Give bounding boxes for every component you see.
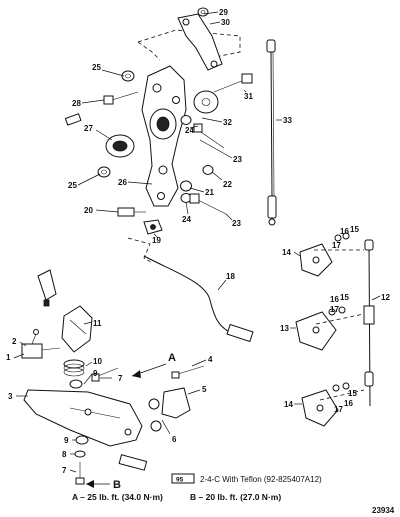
washer-8 [74,450,86,458]
bolt-23-upper [193,123,225,149]
bolt-31 [213,73,253,93]
sealant-tube-upper [37,269,57,307]
callout-12: 12 [381,293,390,302]
lever-13 [295,311,337,351]
spacer-24-upper [180,115,192,125]
torque-marker-a: A [168,352,176,364]
torque-spec-b: B – 20 lb. ft. (27.0 N·m) [190,492,281,502]
spacer-21 [180,180,192,192]
torque-arrow-a [131,363,167,378]
callout-14-lower: 14 [284,400,293,409]
callout-18: 18 [226,272,235,281]
callout-32: 32 [223,118,232,127]
callout-22: 22 [223,180,232,189]
shift-rod-33 [266,39,277,226]
spring-10 [63,359,85,377]
sealant-code: 95 [176,477,184,484]
callout-24-upper: 24 [185,126,194,135]
callout-16-upper: 16 [340,227,349,236]
figure-reference-number: 23934 [372,506,395,515]
bushing-27 [105,134,135,158]
bolt-23-lower [189,193,227,215]
nut-29 [197,7,209,17]
callout-6: 6 [172,435,177,444]
callout-5: 5 [202,385,207,394]
nut-9-lower [75,435,89,445]
callout-33: 33 [283,116,292,125]
callout-17-lower: 17 [334,405,343,414]
callout-20: 20 [84,206,93,215]
nut-22 [202,165,214,175]
bolt-4 [171,365,205,379]
callout-30: 30 [221,18,230,27]
callout-29: 29 [219,8,228,17]
callout-28: 28 [72,99,81,108]
callout-10: 10 [93,357,102,366]
callout-17-upper: 17 [332,241,341,250]
callout-13: 13 [280,324,289,333]
callout-27: 27 [84,124,93,133]
callout-15-lower: 15 [348,389,357,398]
callout-9-upper: 9 [93,369,98,378]
callout-7-upper: 7 [118,374,123,383]
callout-4: 4 [208,355,213,364]
block-5-6 [148,387,191,432]
callout-19: 19 [152,236,161,245]
callout-25-lower: 25 [68,181,77,190]
nut-25-upper [121,70,135,82]
switch-11 [61,305,93,353]
callout-15-mid: 15 [340,293,349,302]
lever-14-lower [301,389,339,427]
sealant-text: 2-4-C With Teflon (92-825407A12) [200,475,322,484]
callout-8: 8 [62,450,67,459]
callout-14-upper: 14 [282,248,291,257]
callout-25-upper: 25 [92,63,101,72]
bolt-7-upper [91,367,119,382]
callout-26: 26 [118,178,127,187]
bracket-3 [23,389,143,447]
washer-32 [193,90,219,114]
switch-1-2 [21,329,61,359]
leader-lines [13,11,381,473]
callout-23-upper: 23 [233,155,242,164]
shift-lever-plate-26 [141,65,187,207]
shift-cable-18 [127,237,254,343]
clip-19 [143,219,163,235]
callout-16-mid: 16 [330,295,339,304]
sealant-tube-icon [171,473,195,484]
torque-arrow-b [86,480,110,488]
callout-24-lower: 24 [182,215,191,224]
bolt-7-lower [75,462,85,485]
sealant-legend: 95 2-4-C With Teflon (92-825407A12) [171,473,322,484]
callout-7-lower: 7 [62,466,67,475]
callout-31: 31 [244,92,253,101]
callout-21: 21 [205,188,214,197]
lever-14-upper [299,243,333,277]
callout-9-lower: 9 [64,436,69,445]
bolt-28 [103,91,139,105]
torque-marker-b: B [113,479,121,491]
callout-1: 1 [6,353,11,362]
callout-16-lower: 16 [344,399,353,408]
callout-3: 3 [8,392,13,401]
bracket-assembly-30 [137,13,241,71]
callout-2: 2 [12,337,17,346]
callout-11: 11 [93,319,102,328]
nut-9-upper [69,379,83,389]
rod-12 [363,239,375,407]
nut-25-lower [97,166,111,178]
torque-spec-a: A – 25 lb. ft. (34.0 N·m) [72,492,163,502]
callout-17-mid: 17 [330,305,339,314]
pin-27-sealant [64,113,82,126]
callout-23-lower: 23 [232,219,241,228]
callout-15-upper: 15 [350,225,359,234]
sealant-tube-lower [118,454,148,471]
fasteners-15-16-17 [314,232,365,401]
bolt-20 [117,207,146,217]
